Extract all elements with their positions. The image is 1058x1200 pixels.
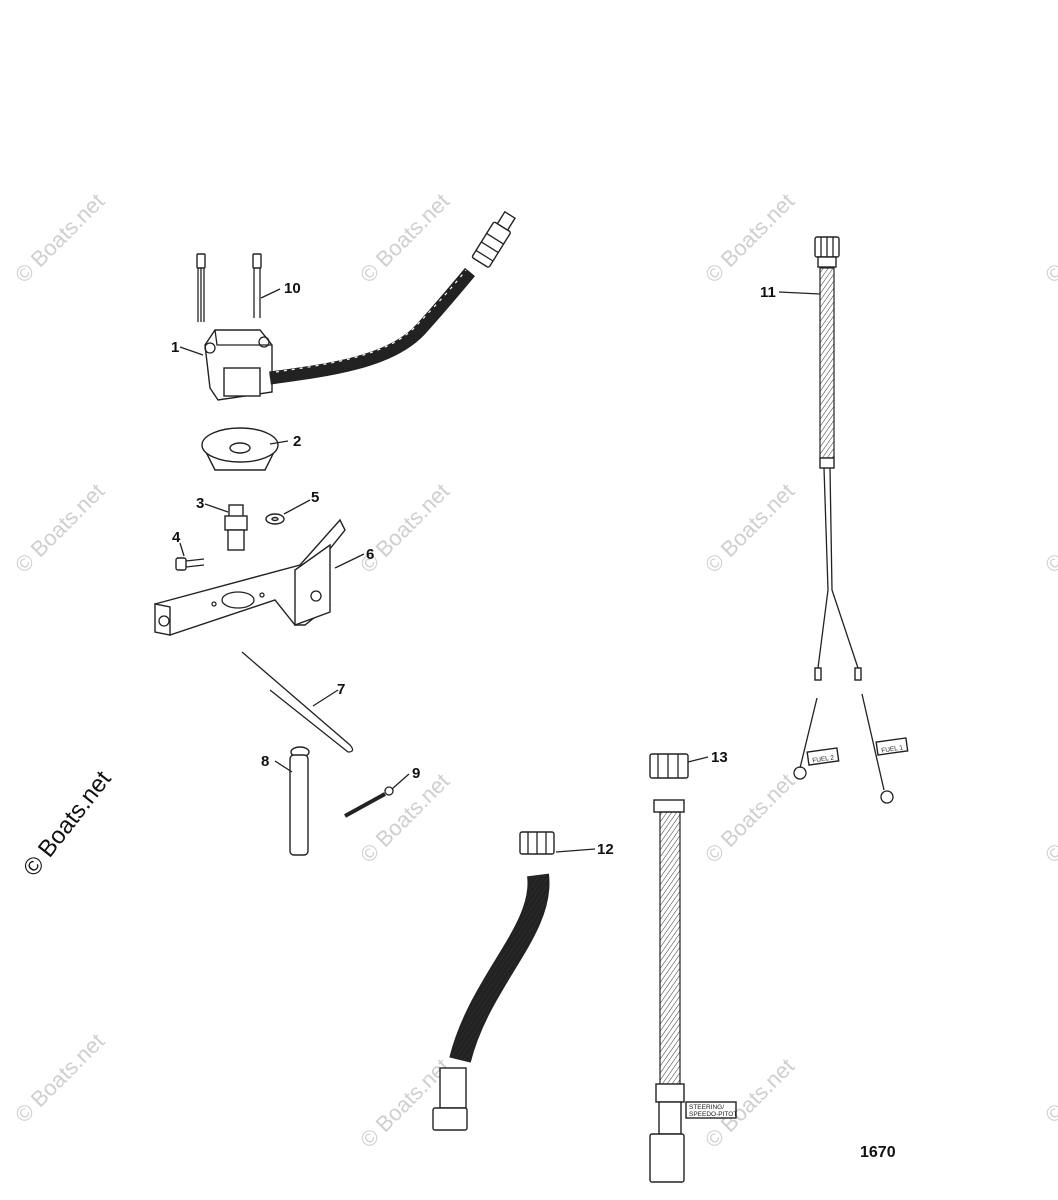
callout-13: 13 xyxy=(711,749,728,766)
leader-lines xyxy=(179,288,821,853)
callout-8: 8 xyxy=(261,753,269,770)
steering-tag: STEERING/ xyxy=(689,1104,724,1111)
callout-12: 12 xyxy=(597,841,614,858)
fuel-harness-part-11 xyxy=(793,236,909,804)
callout-11: 11 xyxy=(760,284,776,301)
drawing-number: 1670 xyxy=(860,1144,896,1161)
fitting-part-3 xyxy=(224,504,248,551)
steering-harness-part-13 xyxy=(649,753,737,1183)
bolt-part-4 xyxy=(175,557,205,571)
callout-4: 4 xyxy=(172,529,181,546)
callout-10: 10 xyxy=(284,280,301,297)
fuel-2-tag: FUEL 2 xyxy=(812,754,835,764)
harness-tags: FUEL 2 FUEL 1 STEERING/ SPEEDO-PITOT xyxy=(689,744,904,1118)
callout-9: 9 xyxy=(412,765,420,782)
clip-part-7 xyxy=(241,651,354,753)
pin-part-8 xyxy=(289,746,310,856)
cotter-pin-part-9 xyxy=(344,786,394,818)
bolt-part-10 xyxy=(196,253,262,322)
callout-3: 3 xyxy=(196,495,204,512)
short-harness-part-12 xyxy=(432,831,555,1131)
callout-2: 2 xyxy=(293,433,301,450)
callout-6: 6 xyxy=(366,546,374,563)
bracket-part-6 xyxy=(154,518,346,636)
callout-5: 5 xyxy=(311,489,319,506)
flange-part-2 xyxy=(201,427,279,471)
callout-1: 1 xyxy=(171,339,179,356)
callout-7: 7 xyxy=(337,681,345,698)
speedo-tag: SPEEDO-PITOT xyxy=(689,1111,737,1118)
sensor-part-1 xyxy=(204,210,516,401)
fuel-1-tag: FUEL 1 xyxy=(881,744,904,754)
washer-part-5 xyxy=(265,513,285,525)
callout-labels: 1 2 3 4 5 6 7 8 9 10 11 12 13 xyxy=(171,280,776,858)
